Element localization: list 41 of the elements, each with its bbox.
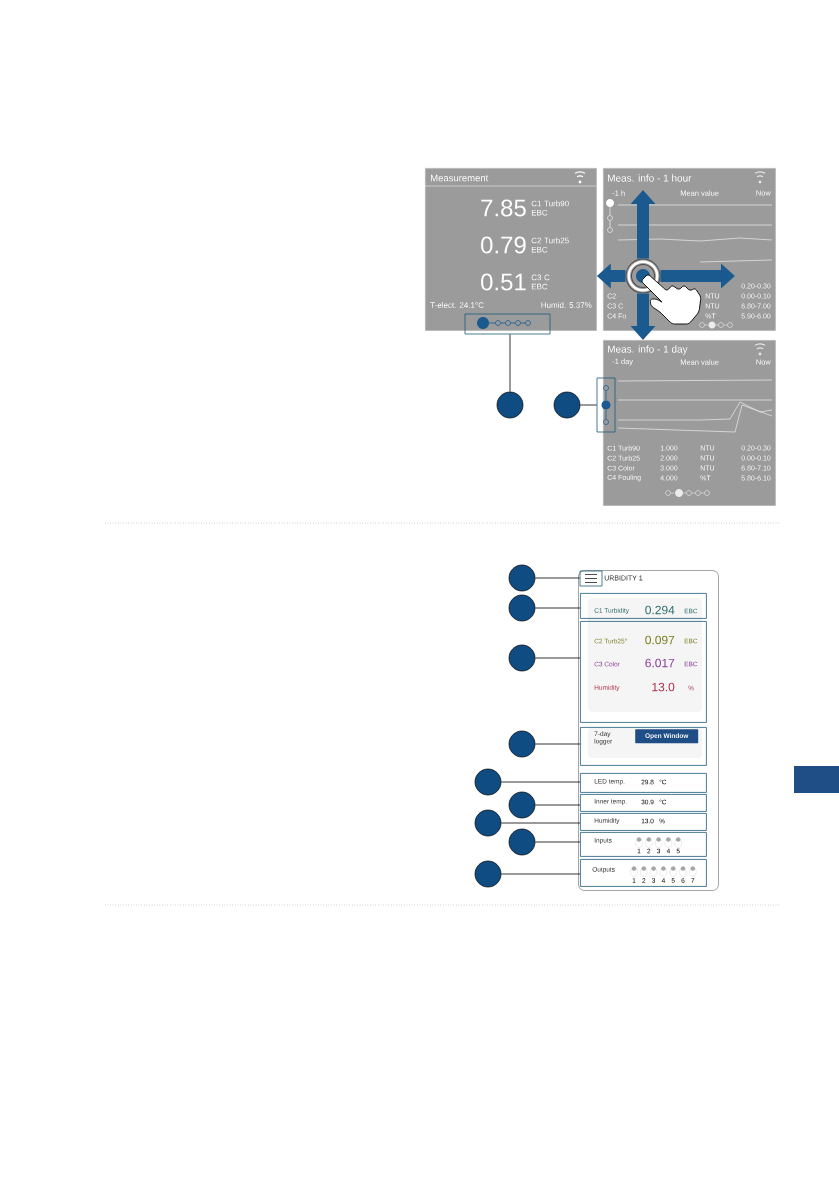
status-text: Humid. 5.37% xyxy=(541,302,592,308)
reading-value: 6.017 xyxy=(645,658,675,668)
highlight-box xyxy=(596,377,616,433)
callout-circle xyxy=(474,860,502,888)
reading-value: 7.85 xyxy=(481,199,526,217)
leader-line xyxy=(534,607,581,609)
callout-circle xyxy=(496,391,524,419)
callout-circle xyxy=(474,768,502,796)
leader-line xyxy=(534,657,581,659)
callout-circle xyxy=(553,391,581,419)
leader-line xyxy=(500,781,581,783)
leader-line xyxy=(534,804,581,806)
highlight-box xyxy=(579,570,603,587)
screen-title: Meas. info - 1 hour xyxy=(608,174,692,182)
highlight-box xyxy=(464,313,551,335)
leader-line xyxy=(579,404,597,406)
reading-value: 0.097 xyxy=(645,635,675,645)
leader-line xyxy=(500,822,581,824)
screen-title: Meas. info - 1 day xyxy=(608,345,688,355)
screen-title: Measurement xyxy=(431,174,489,182)
touch-gesture-icon xyxy=(625,258,702,325)
channel-label: C3 C EBC xyxy=(531,274,550,290)
callout-circle xyxy=(508,828,536,856)
leader-line xyxy=(534,743,581,745)
reading-value: 0.294 xyxy=(645,605,675,615)
callout-circle xyxy=(508,791,536,819)
callout-circle xyxy=(474,809,502,837)
reading-value: 0.51 xyxy=(481,273,526,291)
leader-line xyxy=(534,577,580,579)
channel-label: C2 Turb25 EBC xyxy=(531,237,569,253)
channel-label: C1 Turb90 EBC xyxy=(531,200,569,216)
reading-value: 13.0 xyxy=(652,682,675,692)
leader-line xyxy=(509,334,511,393)
callout-circle xyxy=(508,730,536,758)
leader-line xyxy=(500,873,581,875)
callout-circle xyxy=(508,564,536,592)
reading-value: 0.79 xyxy=(481,236,526,254)
callout-circle xyxy=(508,644,536,672)
status-text: T-elect. 24.1°C xyxy=(430,302,484,308)
leader-line xyxy=(534,841,581,843)
callout-circle xyxy=(508,594,536,622)
